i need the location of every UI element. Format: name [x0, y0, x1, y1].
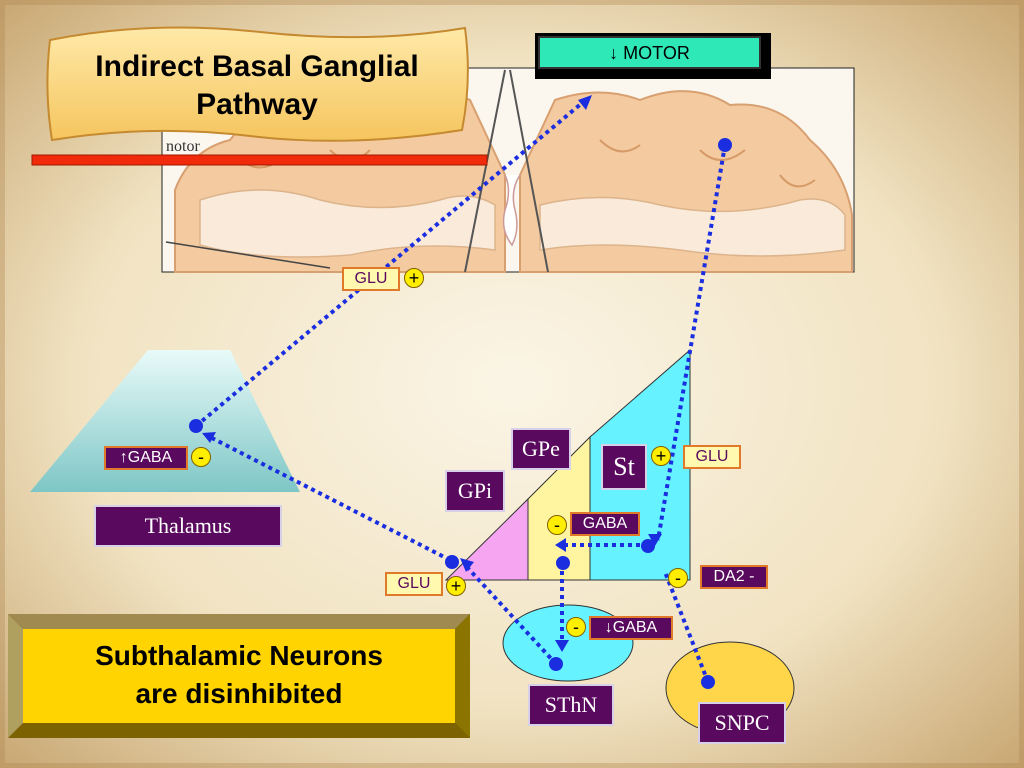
glu-st-sign: + [651, 446, 671, 466]
thalamus-label: Thalamus [94, 505, 282, 547]
gpi-label: GPi [445, 470, 505, 512]
glu-st-tag: GLU [683, 445, 741, 469]
gaba-sthn-sign: - [566, 617, 586, 637]
snpc-label: SNPC [698, 702, 786, 744]
motor-box: ↓ MOTOR [535, 33, 771, 79]
thalamus-shape [30, 350, 300, 492]
glu-gpi-tag: GLU [385, 572, 443, 596]
pathways [194, 96, 727, 683]
pathway-nodes [189, 138, 732, 689]
callout-line-1: Subthalamic Neurons [95, 640, 383, 671]
gaba-gpe-tag: GABA [570, 512, 640, 536]
da2-tag: DA2 - [700, 565, 768, 589]
callout-line-2: are disinhibited [135, 678, 343, 709]
title-box-shape [46, 26, 469, 142]
callout-box-shape [8, 614, 470, 738]
title-line-2: Pathway [196, 88, 318, 121]
da2-sign: - [668, 568, 688, 588]
callout-text: Subthalamic Neurons are disinhibited [23, 637, 455, 713]
glu-cortex-tag: GLU [342, 267, 400, 291]
gpe-label: GPe [511, 428, 571, 470]
st-label: St [601, 444, 647, 490]
gaba-sthn-tag: ↓GABA [589, 616, 673, 640]
glu-cortex-sign: + [404, 268, 424, 288]
cortex-label: notor [166, 138, 200, 155]
arrowheads [202, 95, 662, 652]
page-title: Indirect Basal Ganglial Pathway [52, 48, 462, 124]
gaba-thalamus-sign: - [191, 447, 211, 467]
motor-label: ↓ MOTOR [538, 36, 761, 69]
glu-gpi-sign: + [446, 576, 466, 596]
red-bar [31, 154, 488, 166]
gaba-thalamus-tag: ↑GABA [104, 446, 188, 470]
title-line-1: Indirect Basal Ganglial [95, 50, 419, 83]
gaba-gpe-sign: - [547, 515, 567, 535]
sthn-label: SThN [528, 684, 614, 726]
